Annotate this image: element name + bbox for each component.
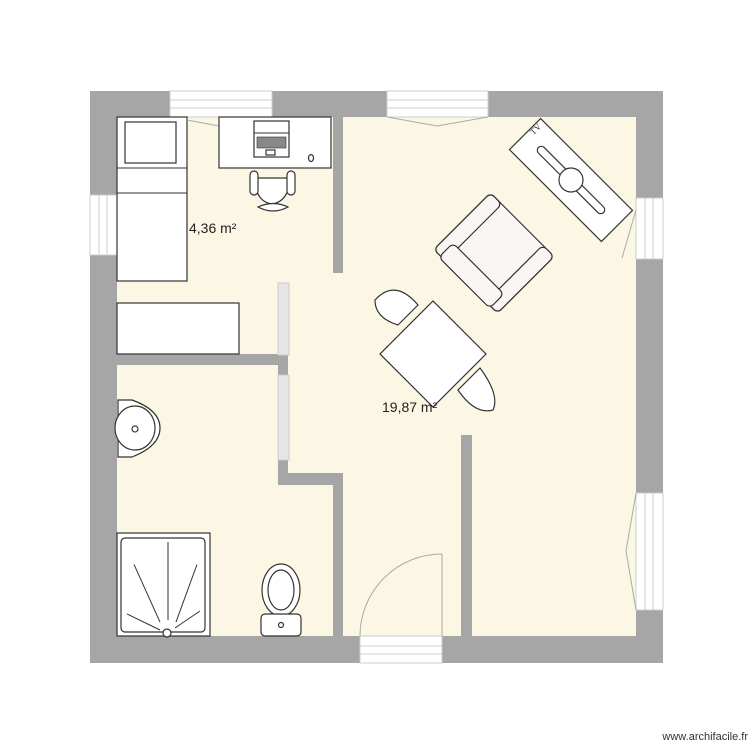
sink: [114, 399, 161, 458]
desk: [186, 116, 332, 169]
windows: [89, 90, 664, 611]
desk-chair: [249, 170, 296, 212]
living-floor-b: [288, 273, 344, 473]
dining-set: [374, 289, 496, 412]
shower: [116, 532, 211, 638]
toilet: [260, 563, 302, 637]
window-top-right: [386, 90, 489, 118]
tv-stand: TV: [508, 117, 634, 243]
dining-table: [379, 300, 487, 408]
sliding-door-bathroom[interactable]: [277, 374, 290, 461]
window-right-bottom: [635, 492, 664, 611]
sliding-door-bedroom[interactable]: [277, 282, 290, 356]
bed: [116, 116, 188, 282]
entrance-door[interactable]: [359, 553, 443, 664]
armchair: [435, 194, 553, 312]
dresser: [116, 302, 240, 355]
window-left: [89, 194, 118, 256]
bedroom-area-label: 4,36 m²: [189, 220, 237, 236]
mouse-icon: [307, 153, 315, 163]
window-top-left: [169, 90, 273, 118]
laptop-icon: [253, 120, 290, 158]
partition-wall: [461, 435, 472, 636]
window-right-top: [635, 197, 664, 260]
watermark: www.archifacile.fr: [661, 731, 748, 743]
living-area-label: 19,87 m²: [382, 399, 438, 415]
